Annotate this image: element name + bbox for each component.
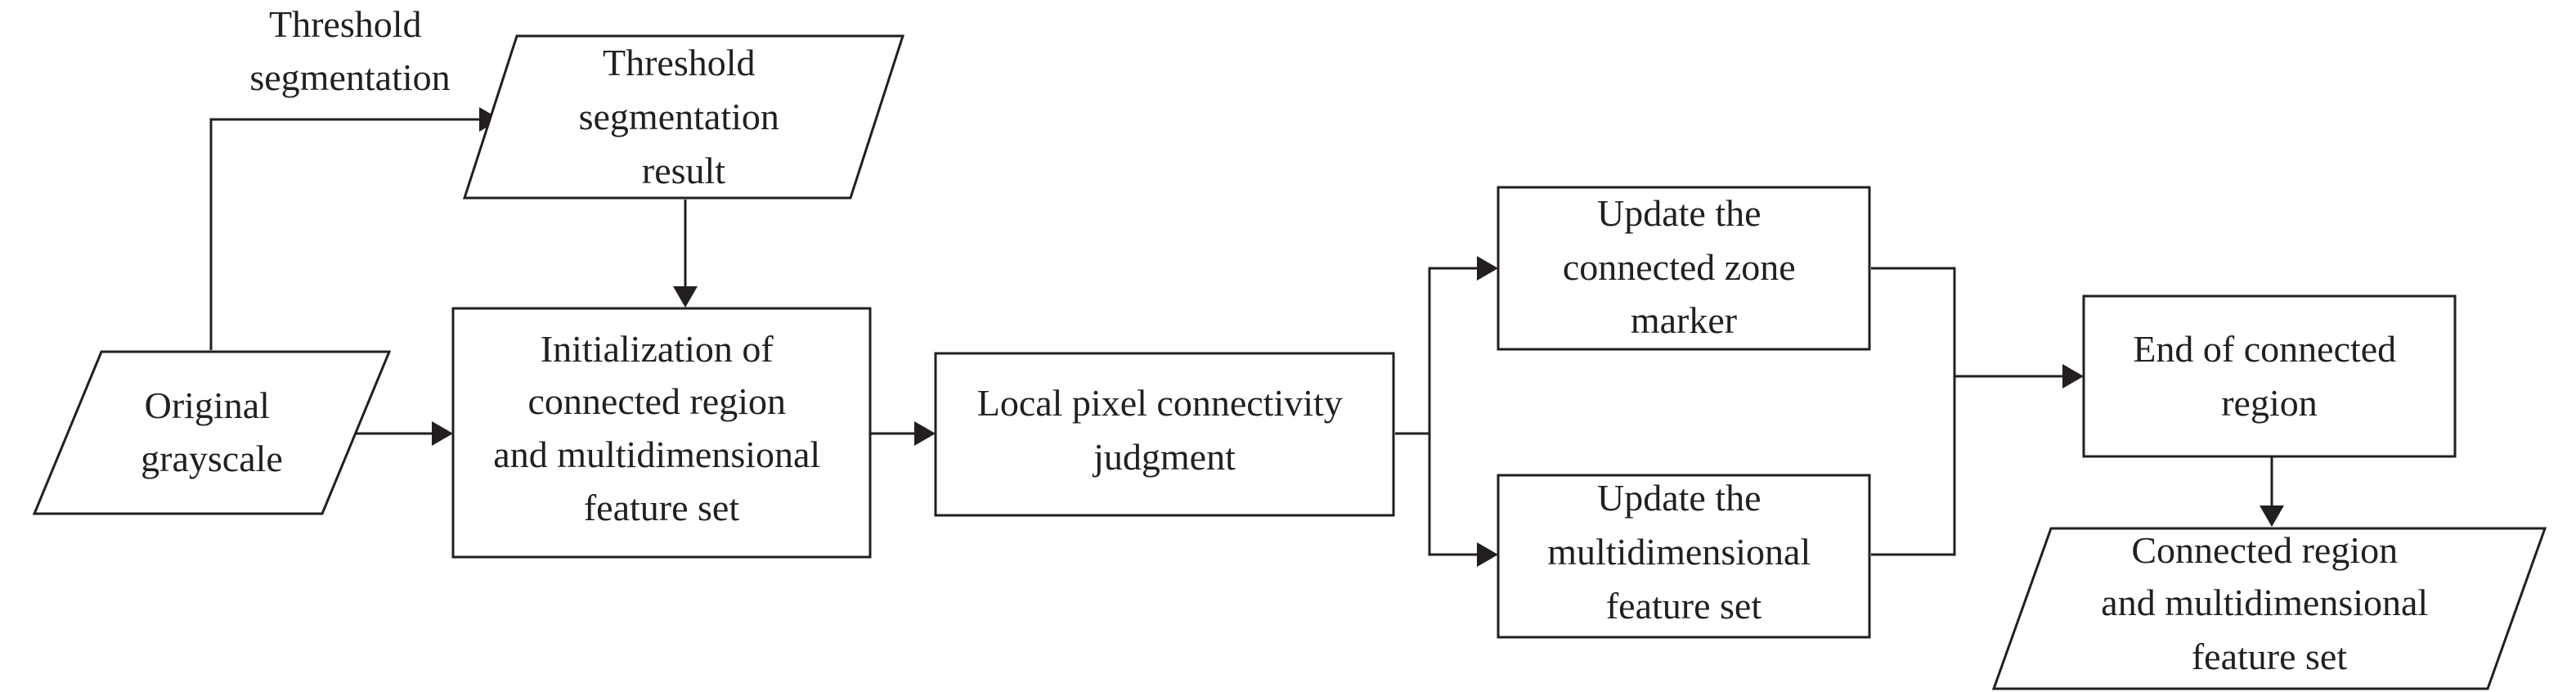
arrowhead (673, 286, 698, 308)
arrowhead (432, 421, 453, 446)
node-initialization: Initialization of connected region and m… (451, 307, 872, 559)
edge-branch-to-update-feature (1428, 434, 1480, 556)
svg-text:End of connected region: End of connected region (2133, 328, 2405, 424)
edge-original-to-threshold-result (209, 118, 482, 350)
node-threshold-segmentation-result: Threshold segmentation result (462, 34, 905, 200)
node-end-of-connected-region: End of connected region (2082, 294, 2457, 458)
svg-text:Initialization of connec: Initialization of connected region and m… (493, 328, 829, 528)
edge-update-marker-to-merge (1871, 267, 1956, 556)
node-original-grayscale: Original grayscale (32, 350, 392, 515)
node-update-multidimensional-feature-set: Update the multidimensional feature set (1497, 474, 1871, 639)
svg-text:Original grayscale: Original grayscale (141, 384, 283, 479)
svg-text:Connected region and mul: Connected region and multidimensional fe… (2101, 529, 2437, 677)
svg-text:Update the connected zon: Update the connected zone marker (1563, 192, 1805, 341)
node-update-connected-zone-marker: Update the connected zone marker (1497, 186, 1871, 351)
node-output-connected-region: Connected region and multidimensional fe… (1991, 527, 2547, 690)
arrowhead (914, 421, 936, 446)
edge-label-threshold-segmentation: Threshold segmentation (249, 3, 450, 98)
svg-text:Threshold segmentation: Threshold segmentation result (579, 42, 789, 191)
svg-text:Local pixel connectivity: Local pixel connectivity judgment (977, 382, 1353, 478)
arrowhead (1477, 542, 1498, 567)
arrowhead (1477, 256, 1498, 281)
svg-text:Update the multidimensio: Update the multidimensional feature set (1547, 477, 1820, 627)
node-local-pixel-connectivity: Local pixel connectivity judgment (934, 352, 1395, 517)
edge-branch-to-update-marker (1428, 267, 1480, 434)
arrowhead (2260, 506, 2284, 527)
arrowhead (2062, 364, 2084, 389)
